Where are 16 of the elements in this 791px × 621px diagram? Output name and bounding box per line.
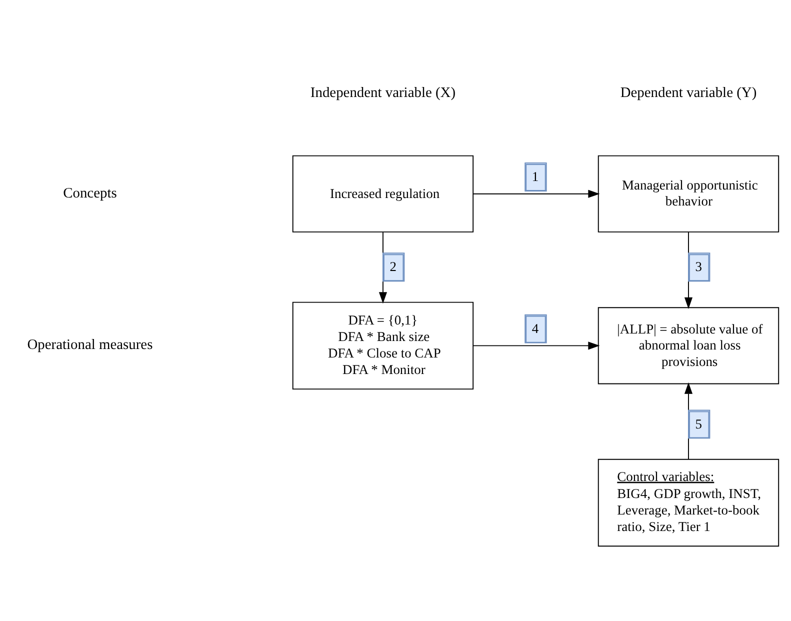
node-box: Increased regulation [292,155,474,232]
label: Dependent variable (Y) [620,85,757,102]
node-box: |ALLP| = absolute value of abnormal loan loss provisions [598,307,780,384]
arrow [472,190,600,198]
label: Operational measures [27,337,153,354]
edge-label: 2 [390,259,396,274]
edge-label: 1 [532,169,539,184]
node-box: Managerial opportunistic behavior [598,155,780,232]
arrow [472,342,600,350]
edge-label: 4 [532,320,539,336]
label: Independent variable (X) [310,85,456,102]
label: Concepts [63,185,117,202]
node-box: Control variables: BIG4, GDP growth, INST, Leverage, Market-to-book ratio, Size, Tier 1 [598,458,780,547]
edge-label: 3 [695,259,702,274]
node-box: DFA = {0,1} DFA * Bank size DFA * Close to CAP DFA * Monitor [292,302,474,390]
edge-label: 5 [695,416,702,432]
